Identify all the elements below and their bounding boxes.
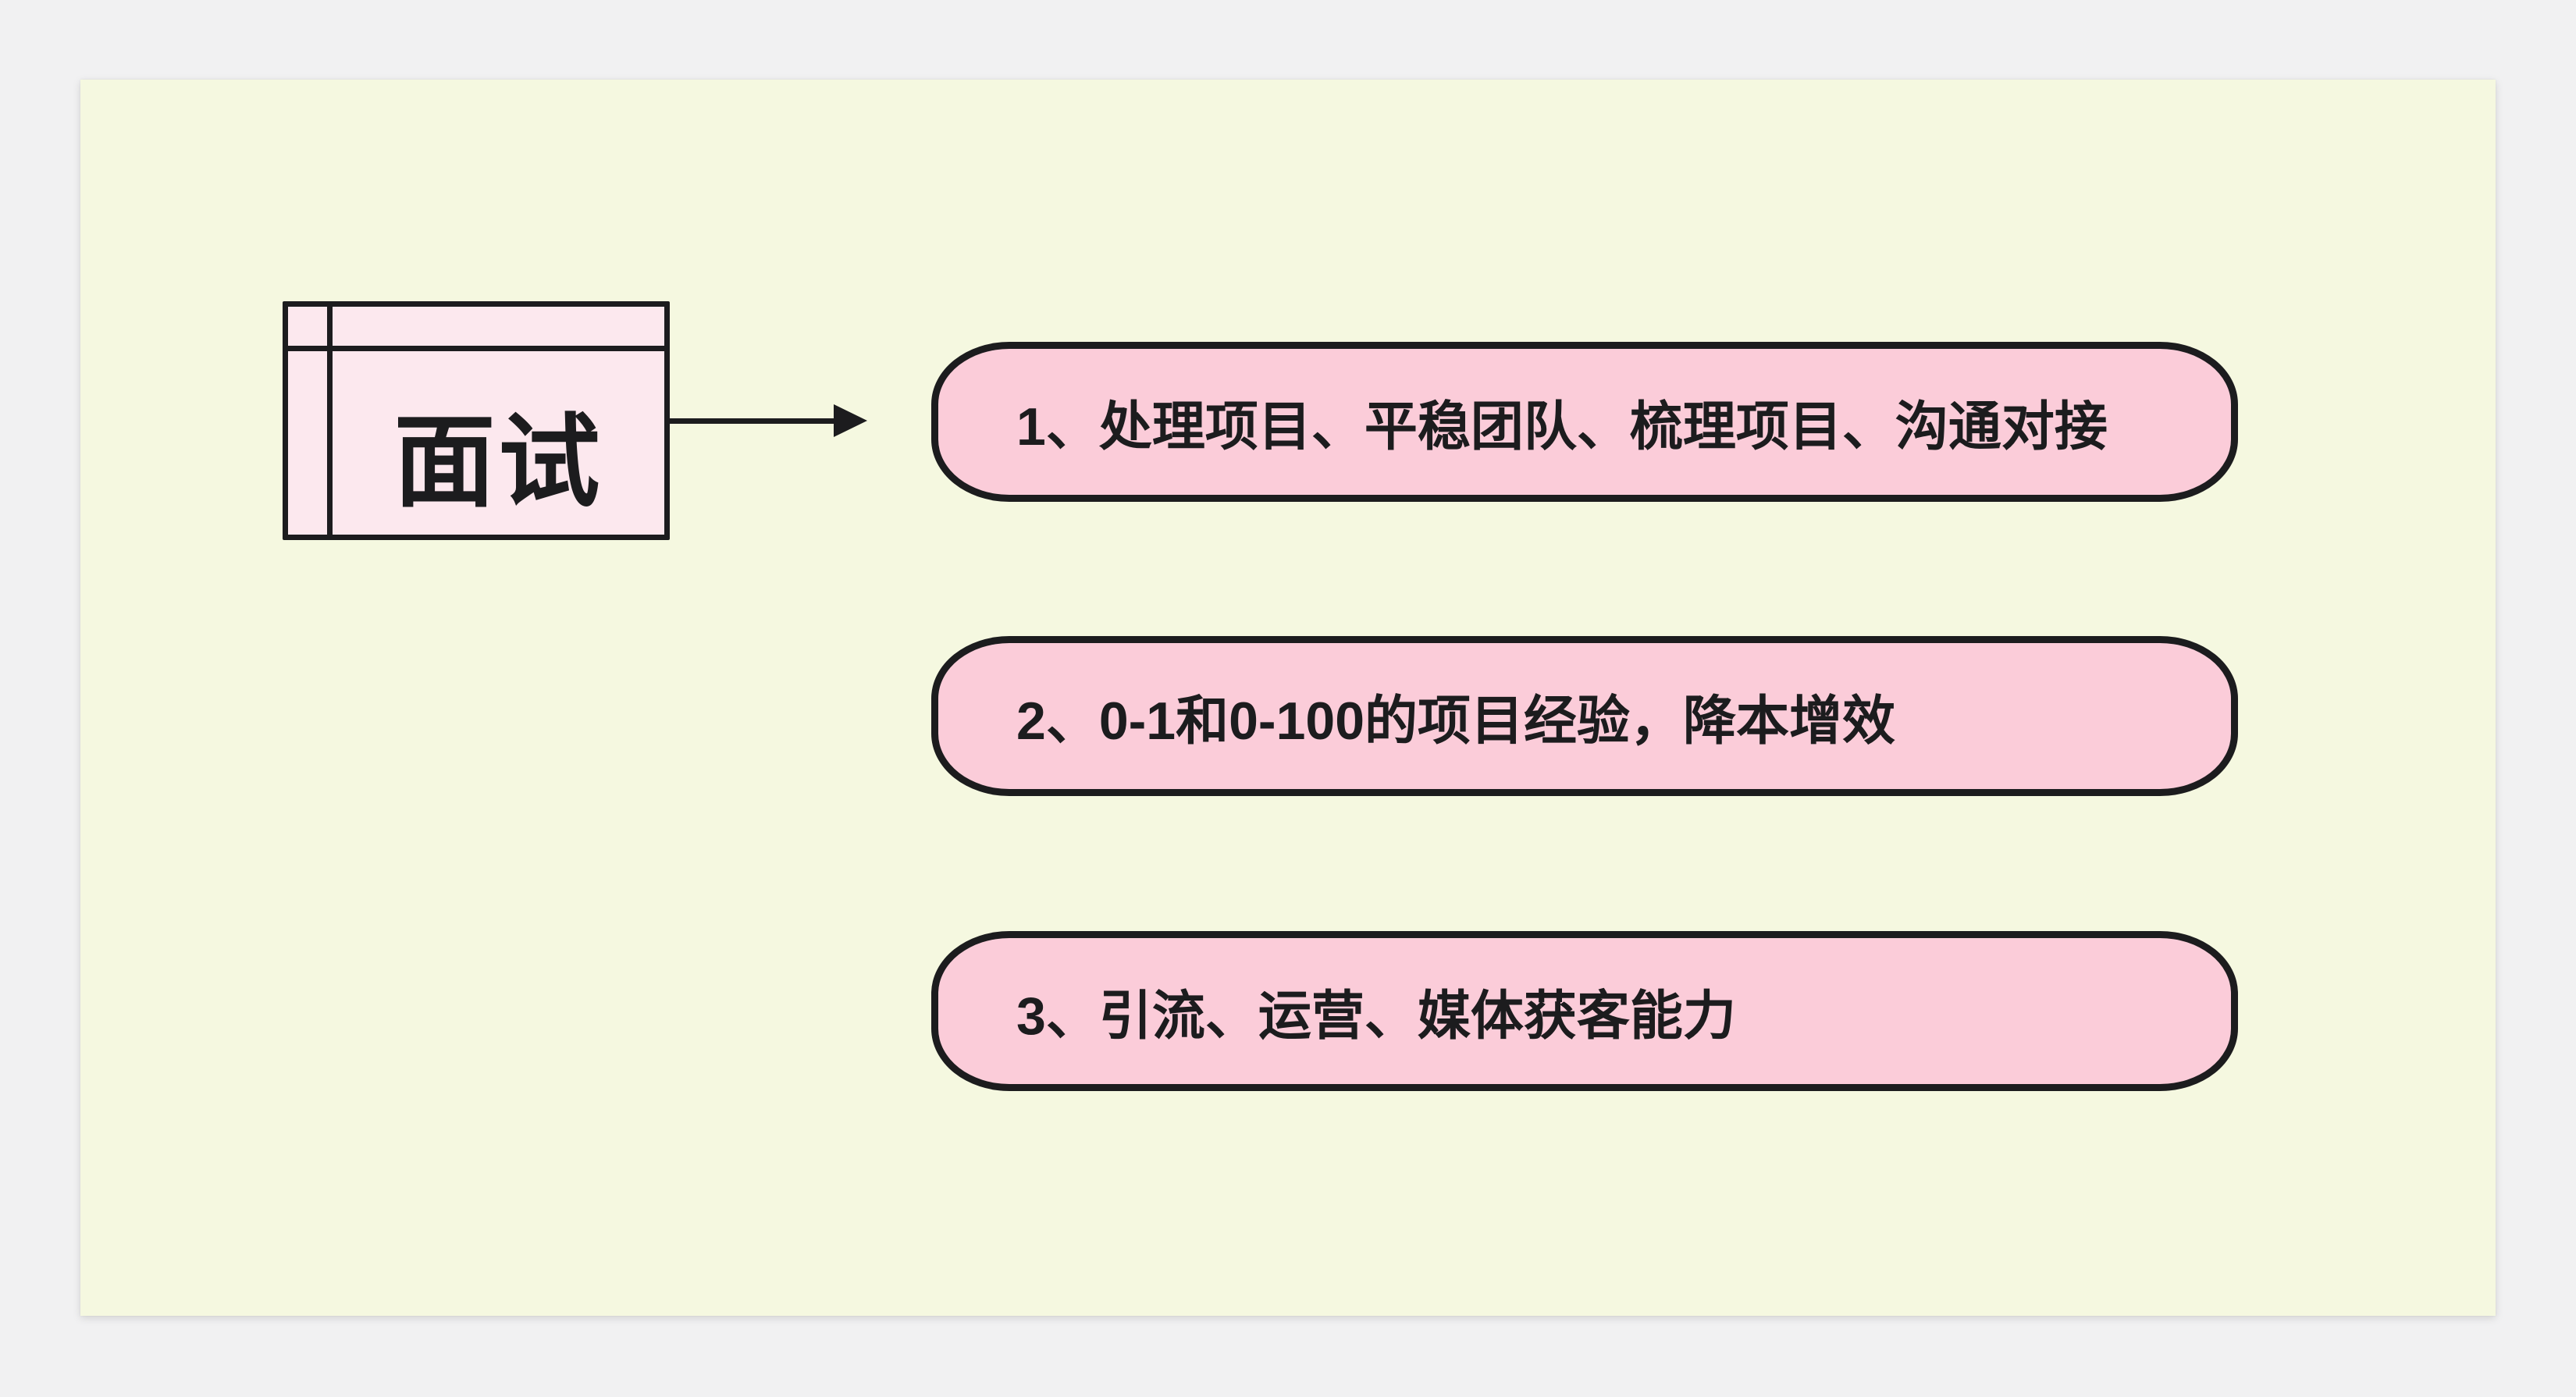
diagram-canvas: 面试 1、处理项目、平稳团队、梳理项目、沟通对接 2、0-1和0-100的项目经… — [80, 80, 2496, 1316]
node-interview-left-strip-divider — [327, 307, 333, 535]
node-point-3[interactable]: 3、引流、运营、媒体获客能力 — [931, 931, 2238, 1091]
node-interview[interactable]: 面试 — [283, 301, 670, 540]
node-point-2[interactable]: 2、0-1和0-100的项目经验，降本增效 — [931, 636, 2238, 796]
node-point-1[interactable]: 1、处理项目、平稳团队、梳理项目、沟通对接 — [931, 342, 2238, 502]
node-point-2-label: 2、0-1和0-100的项目经验，降本增效 — [1016, 691, 1896, 751]
node-interview-header-divider — [288, 346, 664, 351]
arrow-line — [667, 418, 834, 424]
node-point-3-label: 3、引流、运营、媒体获客能力 — [1016, 986, 1736, 1046]
arrowhead-icon — [834, 404, 867, 437]
node-interview-label: 面试 — [393, 404, 603, 519]
node-point-1-label: 1、处理项目、平稳团队、梳理项目、沟通对接 — [1016, 397, 2108, 457]
